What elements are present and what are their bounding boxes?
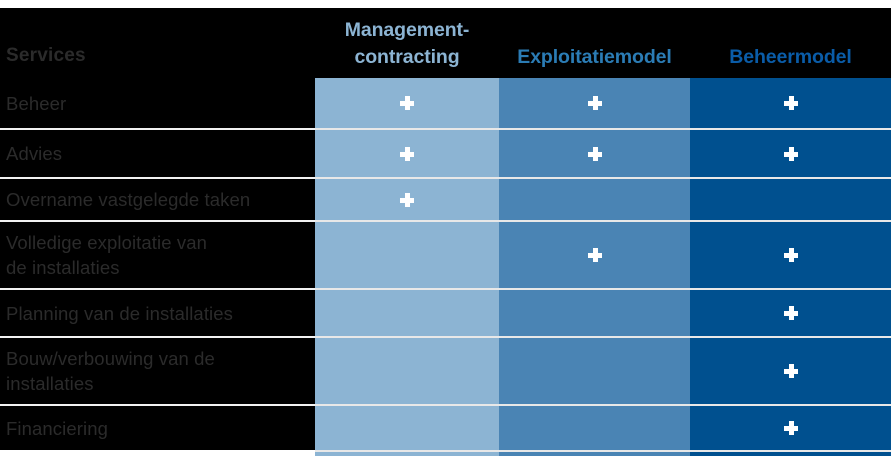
bottom-margin-strip (0, 450, 315, 456)
table-row: Bouw/verbouwing van de installaties (0, 338, 891, 404)
table-row: Beheer (0, 78, 891, 128)
table-row: Overname vastgelegde taken (0, 179, 891, 220)
column-header-services: Services (6, 45, 86, 66)
cell-exploitatiemodel (499, 290, 690, 336)
plus-icon (783, 421, 798, 435)
table-row: Volledige exploitatie van de installatie… (0, 222, 891, 288)
cell-exploitatiemodel (499, 78, 690, 128)
row-separator (0, 220, 891, 222)
column-header-management-contracting: Management- contracting (344, 19, 470, 68)
cell-management_contracting (315, 406, 499, 450)
column-header-exploitatiemodel: Exploitatiemodel (517, 46, 672, 68)
row-separator (0, 404, 891, 406)
cell-management_contracting (315, 222, 499, 288)
cell-management_contracting (315, 290, 499, 336)
cell-management_contracting (315, 179, 499, 220)
plus-icon (587, 248, 602, 262)
plus-icon (587, 146, 602, 161)
cell-exploitatiemodel (499, 179, 690, 220)
plus-icon (783, 306, 798, 320)
cell-beheermodel (690, 406, 891, 450)
cell-beheermodel (690, 222, 891, 288)
table-row: Planning van de installaties (0, 290, 891, 336)
row-separator (0, 128, 891, 130)
cell-beheermodel (690, 78, 891, 128)
table-row: Advies (0, 130, 891, 177)
row-label: Volledige exploitatie van de installatie… (0, 222, 315, 288)
cell-exploitatiemodel (499, 130, 690, 177)
cell-exploitatiemodel (499, 338, 690, 404)
row-label: Overname vastgelegde taken (0, 179, 315, 220)
row-label: Financiering (0, 406, 315, 450)
plus-icon (400, 192, 414, 207)
row-label: Beheer (0, 78, 315, 128)
plus-icon (783, 146, 798, 161)
row-label: Advies (0, 130, 315, 177)
cell-exploitatiemodel (499, 222, 690, 288)
row-label: Planning van de installaties (0, 290, 315, 336)
cell-beheermodel (690, 290, 891, 336)
row-separator (0, 288, 891, 290)
row-separator (0, 177, 891, 179)
table-row: Financiering (0, 406, 891, 450)
cell-beheermodel (690, 338, 891, 404)
table-header-row: Services Management- contracting Exploit… (0, 0, 891, 78)
cell-management_contracting (315, 130, 499, 177)
cell-management_contracting (315, 78, 499, 128)
plus-icon (783, 96, 798, 110)
row-label: Bouw/verbouwing van de installaties (0, 338, 315, 404)
plus-icon (587, 96, 602, 110)
plus-icon (783, 248, 798, 262)
plus-icon (400, 96, 414, 110)
plus-icon (783, 364, 798, 378)
top-margin-strip (0, 0, 891, 8)
header-background (0, 0, 891, 78)
cell-beheermodel (690, 179, 891, 220)
cell-beheermodel (690, 130, 891, 177)
plus-icon (400, 146, 414, 161)
cell-management_contracting (315, 338, 499, 404)
cell-exploitatiemodel (499, 406, 690, 450)
column-header-beheermodel: Beheermodel (729, 46, 852, 68)
row-separator (0, 336, 891, 338)
